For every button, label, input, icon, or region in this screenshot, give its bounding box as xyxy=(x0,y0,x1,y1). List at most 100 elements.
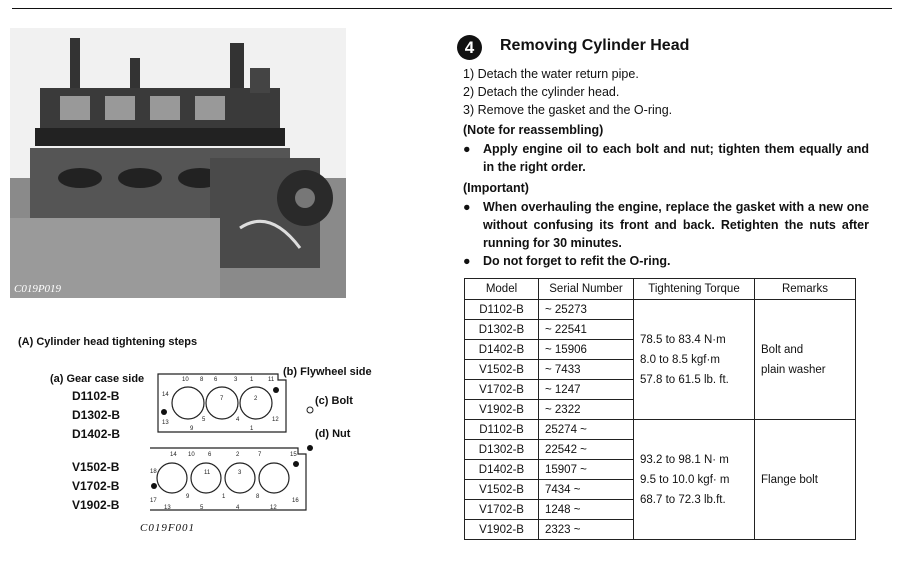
serial-cell: ~ 7433 xyxy=(538,359,634,380)
table-row: D1102-B ~ 25273 78.5 to 83.4 N·m 8.0 to … xyxy=(464,299,856,420)
model-label: V1702-B xyxy=(72,479,120,493)
bolt-number: 11 xyxy=(268,377,275,383)
cylinder-bore xyxy=(205,386,239,420)
tightening-diagram: 10 8 6 3 1 11 14 7 2 13 5 4 12 9 1 14 10… xyxy=(150,373,314,511)
table-row: V1502-B ~ 7433 xyxy=(464,359,856,380)
nut-marker xyxy=(161,409,167,415)
note-bullet: ● Apply engine oil to each bolt and nut;… xyxy=(463,140,869,176)
remarks-line: plain washer xyxy=(761,363,826,376)
section-number-badge: 4 xyxy=(457,35,482,60)
bolt-number: 17 xyxy=(150,498,157,504)
bolt-number: 4 xyxy=(236,505,240,511)
bolt-number: 5 xyxy=(200,505,204,511)
section-title: Removing Cylinder Head xyxy=(500,37,690,54)
model-cell: V1902-B xyxy=(464,519,539,540)
bolt-number: 6 xyxy=(208,452,212,458)
torque-nm: 93.2 to 98.1 N· m xyxy=(640,453,729,466)
remarks-cell: Bolt and plain washer xyxy=(754,299,856,420)
model-label: D1102-B xyxy=(72,389,120,403)
photo-code: C019P019 xyxy=(14,283,62,295)
note-bullet-text: Apply engine oil to each bolt and nut; t… xyxy=(483,142,869,174)
bolt-number: 11 xyxy=(204,470,211,476)
torque-cell: 78.5 to 83.4 N·m 8.0 to 8.5 kgf·m 57.8 t… xyxy=(633,299,755,420)
model-cell: D1102-B xyxy=(464,299,539,320)
model-cell: D1302-B xyxy=(464,439,539,460)
bolt-number: 2 xyxy=(254,396,258,402)
gear-case-side-label: (a) Gear case side xyxy=(50,373,145,385)
torque-lbft: 57.8 to 61.5 lb. ft. xyxy=(640,373,729,386)
remarks-line: Bolt and xyxy=(761,343,804,356)
torque-spec-table: Model Serial Number Tightening Torque Re… xyxy=(464,278,856,540)
step-2: 2) Detach the cylinder head. xyxy=(463,85,620,99)
model-cell: V1502-B xyxy=(464,359,539,380)
bolt-number: 3 xyxy=(238,470,242,476)
bolt-number: 8 xyxy=(200,377,204,383)
bullet-icon: ● xyxy=(463,142,471,156)
column-header: Model xyxy=(464,278,539,300)
serial-cell: 7434 ~ xyxy=(538,479,634,500)
table-header-row: Model Serial Number Tightening Torque Re… xyxy=(464,278,856,300)
model-cell: V1502-B xyxy=(464,479,539,500)
model-cell: V1702-B xyxy=(464,379,539,400)
important-bullet-text: Do not forget to refit the O-ring. xyxy=(483,254,671,268)
remarks-line: Flange bolt xyxy=(761,473,818,486)
bolt-number: 1 xyxy=(250,377,254,383)
cylinder-bore xyxy=(171,386,205,420)
bolt-number: 18 xyxy=(150,469,157,475)
nut-marker xyxy=(293,461,299,467)
bolt-number: 9 xyxy=(186,494,190,500)
model-cell: D1402-B xyxy=(464,459,539,480)
bolt-number: 13 xyxy=(164,505,171,511)
serial-cell: 15907 ~ xyxy=(538,459,634,480)
engine-illustration xyxy=(10,28,346,298)
column-header: Serial Number xyxy=(538,278,634,300)
cylinder-bore xyxy=(258,462,290,494)
bolt-number: 9 xyxy=(190,426,194,432)
bolt-number: 6 xyxy=(214,377,218,383)
table-row: D1302-B 22542 ~ xyxy=(464,439,856,460)
cylinder-head-3cyl xyxy=(157,373,287,433)
serial-cell: ~ 2322 xyxy=(538,399,634,420)
figure-caption: (A) Cylinder head tightening steps xyxy=(18,336,198,348)
engine-photo: C019P019 xyxy=(10,28,346,298)
torque-kgfm: 9.5 to 10.0 kgf· m xyxy=(640,473,730,486)
cylinder-bore xyxy=(190,462,222,494)
bolt-number: 15 xyxy=(290,452,297,458)
table-row: D1302-B ~ 22541 xyxy=(464,319,856,340)
bolt-number: 14 xyxy=(170,452,177,458)
bolt-number: 4 xyxy=(236,417,240,423)
cylinder-bore xyxy=(239,386,273,420)
table-row: D1102-B 25274 ~ 93.2 to 98.1 N· m 9.5 to… xyxy=(464,419,856,540)
flywheel-side-label: (b) Flywheel side xyxy=(283,366,372,378)
model-label: D1402-B xyxy=(72,427,121,441)
model-label: V1502-B xyxy=(72,460,120,474)
serial-cell: ~ 1247 xyxy=(538,379,634,400)
bolt-number: 7 xyxy=(258,452,262,458)
serial-cell: 1248 ~ xyxy=(538,499,634,520)
bolt-number: 5 xyxy=(202,417,206,423)
table-row: V1702-B 1248 ~ xyxy=(464,499,856,520)
bolt-number: 16 xyxy=(292,498,299,504)
column-header: Tightening Torque xyxy=(633,278,755,300)
model-cell: D1402-B xyxy=(464,339,539,360)
table-row: D1402-B ~ 15906 xyxy=(464,339,856,360)
torque-kgfm: 8.0 to 8.5 kgf·m xyxy=(640,353,720,366)
nut-label: (d) Nut xyxy=(315,428,351,440)
nut-legend-marker xyxy=(307,445,313,451)
models-bottom-list: V1502-B V1702-B V1902-B xyxy=(72,458,119,515)
important-bullet-2: ● Do not forget to refit the O-ring. xyxy=(463,252,869,270)
note-heading: (Note for reassembling) xyxy=(463,123,604,137)
bolt-number: 14 xyxy=(162,392,169,398)
bolt-number: 10 xyxy=(182,377,189,383)
table-row: V1902-B 2323 ~ xyxy=(464,519,856,540)
model-cell: V1902-B xyxy=(464,399,539,420)
bolt-number: 2 xyxy=(236,452,240,458)
bolt-number: 7 xyxy=(220,396,224,402)
model-cell: D1102-B xyxy=(464,419,539,440)
bolt-number: 13 xyxy=(162,420,169,426)
bolt-label: (c) Bolt xyxy=(315,395,353,407)
nut-marker xyxy=(273,387,279,393)
bullet-icon: ● xyxy=(463,200,471,214)
figure-code: C019F001 xyxy=(140,522,196,534)
nut-marker xyxy=(151,483,157,489)
